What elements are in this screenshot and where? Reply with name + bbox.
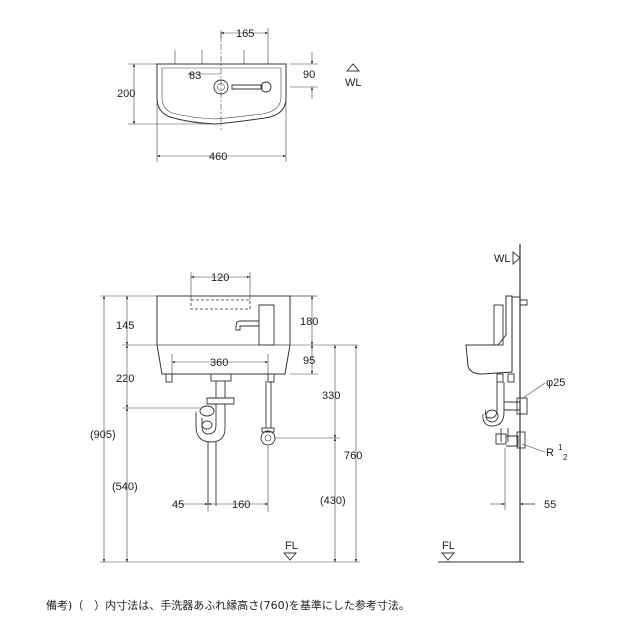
dim-760: 760	[344, 450, 362, 462]
stop-valve-front	[260, 430, 276, 446]
dim-360: 360	[210, 357, 228, 369]
dim-95: 95	[303, 355, 315, 367]
wl-triangle-top	[346, 63, 360, 72]
wl-label-top: WL	[345, 77, 362, 89]
top-view: 165 83 90 WL 200 460	[117, 28, 362, 163]
dim-45: 45	[172, 499, 184, 511]
dim-90: 90	[303, 69, 315, 81]
remarks-note: 備考)（ ）内寸法は、手洗器あふれ縁高さ(760)を基準にした参考寸法。	[46, 599, 410, 612]
dim-200: 200	[117, 88, 135, 100]
fl-triangle-side	[441, 552, 455, 561]
trap-side	[482, 382, 505, 427]
dim-905: (905)	[90, 429, 116, 441]
drain-pipe-front	[215, 381, 226, 398]
wl-triangle-side	[512, 251, 521, 265]
drain-top	[260, 81, 272, 93]
faucet-side	[493, 304, 504, 346]
dim-phi25: φ25	[546, 377, 565, 389]
dim-460: 460	[209, 151, 227, 163]
dim-145: 145	[116, 320, 134, 332]
dim-165: 165	[236, 28, 254, 40]
dim-120: 120	[211, 272, 229, 284]
dim-330: 330	[322, 390, 340, 402]
basin-inner-top	[161, 67, 282, 120]
r-fraction-num: 1	[558, 443, 563, 452]
r-fraction-den: 2	[563, 453, 568, 462]
wl-label-side: WL	[494, 253, 511, 265]
supply-side	[500, 428, 509, 442]
dim-540: (540)	[112, 481, 138, 493]
dim-220: 220	[116, 373, 134, 385]
spout-front	[235, 320, 259, 331]
fl-triangle-front	[283, 552, 297, 561]
fl-label-side: FL	[442, 540, 455, 552]
dim-55: 55	[544, 499, 556, 511]
basin-side	[465, 295, 513, 375]
r-label: R	[546, 447, 554, 459]
basin-slot-dashed	[190, 299, 251, 310]
dim-83: 83	[189, 70, 201, 82]
dim-430: (430)	[320, 495, 346, 507]
front-view: 120 360 (905) 145 220 (540) 180 95 330 (…	[90, 272, 362, 563]
trap-front	[195, 404, 226, 443]
fl-label-front: FL	[285, 540, 298, 552]
dim-160: 160	[232, 499, 250, 511]
dim-180: 180	[300, 316, 318, 328]
side-view: WL φ25 R 1 2 55 FL	[438, 244, 568, 563]
spout-top	[231, 84, 263, 90]
